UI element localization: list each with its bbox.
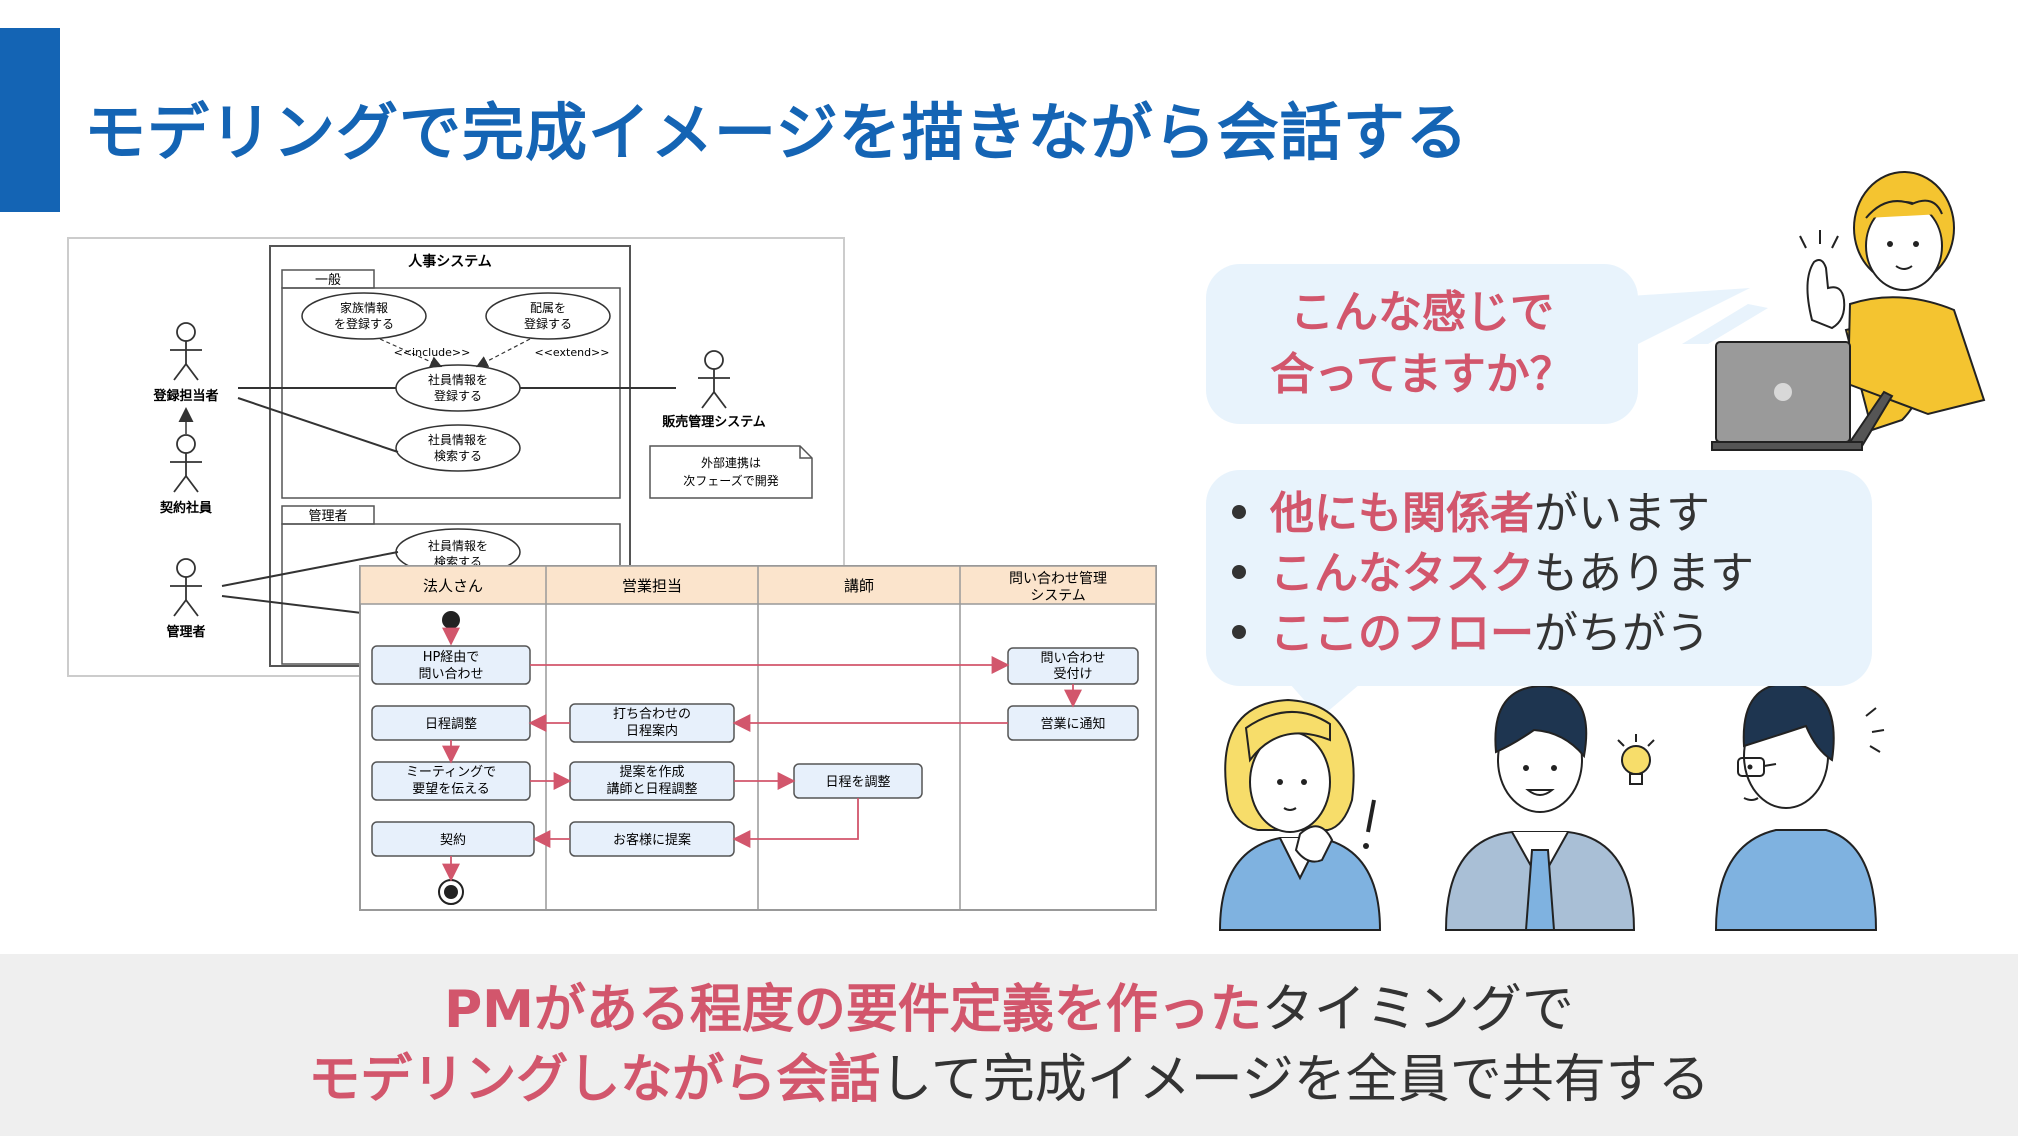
usecase-search-l1: 社員情報を: [428, 432, 488, 447]
person-man-center-illustration: [1444, 684, 1655, 931]
include-label: <<include>>: [394, 346, 471, 359]
page-title: モデリングで完成イメージを描きながら会話する: [84, 96, 1469, 169]
title-accent-bar: [0, 28, 60, 212]
package-general: [281, 287, 621, 499]
feedback-list: 他にも関係者がいます こんなタスクもあります ここのフローがちがう: [1232, 484, 1754, 664]
footer-line1-em: PMがある程度の要件定義を作った: [444, 980, 1262, 1040]
bullet-icon: [1232, 625, 1246, 639]
usecase-register-l1: 社員情報を: [428, 372, 488, 387]
act-receive-l1: 問い合わせ: [1040, 651, 1105, 666]
footer-line-1: PMがある程度の要件定義を作ったタイミングで: [0, 980, 2018, 1040]
speech-bubble-feedback: [1206, 470, 1872, 686]
act-propose: お客様に提案: [613, 832, 691, 848]
bullet-icon: [1232, 565, 1246, 579]
usecase-family: [301, 292, 427, 340]
start-node: [442, 611, 460, 629]
act-meeting-guide-l1: 打ち合わせの: [613, 707, 691, 722]
end-node-dot: [444, 885, 458, 899]
feedback-rest: もあります: [1534, 548, 1754, 599]
bubble1-line1: こんな感じで: [1290, 287, 1554, 338]
system-title: 人事システム: [408, 253, 492, 270]
usecase-assign-l1: 配属を: [530, 301, 566, 315]
footer-band: [0, 954, 2018, 1136]
act-proposal-l2: 講師と日程調整: [606, 781, 697, 797]
actor-registrar-figure: [170, 322, 202, 381]
lane-system-l2: システム: [1030, 588, 1086, 604]
feedback-item: ここのフローがちがう: [1232, 604, 1754, 664]
actor-contract-label: 契約社員: [159, 500, 212, 516]
feedback-rest: がちがう: [1534, 608, 1710, 659]
bubble2-tail: [1290, 684, 1360, 718]
footer-line-2: モデリングしながら会話して完成イメージを全員で共有する: [0, 1050, 2018, 1110]
bullet-icon: [1232, 505, 1246, 519]
feedback-em: 他にも関係者: [1270, 488, 1534, 539]
lane-customer: 法人さん: [423, 577, 483, 595]
include-arrow: [379, 338, 443, 368]
usecase-family-l1: 家族情報: [340, 300, 388, 315]
speech-bubble-question: [1206, 264, 1638, 424]
bubble1-line2: 合ってますか？: [1270, 349, 1574, 400]
actor-admin-figure: [170, 558, 202, 617]
footer-line2-rest: して完成イメージを全員で共有する: [880, 1050, 1710, 1110]
act-requirements-l1: ミーティングで: [406, 765, 496, 780]
usecase-admin-search-l1: 社員情報を: [428, 538, 488, 553]
assoc-admin-other: [221, 595, 371, 615]
feedback-rest: がいます: [1534, 488, 1710, 539]
act-notify: 営業に通知: [1040, 716, 1105, 732]
extend-label: <<extend>>: [535, 346, 610, 359]
lane-system-l1: 問い合わせ管理: [1009, 571, 1107, 587]
assoc-admin-search: [221, 551, 399, 587]
note-fold: [799, 446, 812, 459]
actor-sales-label: 販売管理システム: [662, 414, 766, 430]
act-schedule: 日程調整: [425, 717, 477, 732]
package-label-admin: 管理者: [308, 509, 347, 524]
usecase-register-l2: 登録する: [434, 388, 482, 403]
usecase-register: [395, 364, 521, 412]
usecase-family-l2: を登録する: [334, 316, 394, 331]
assoc-registrar-search: [237, 397, 399, 453]
package-label-general: 一般: [315, 272, 341, 288]
usecase-search-l2: 検索する: [434, 449, 482, 463]
usecase-assign-l2: 登録する: [524, 316, 572, 331]
person-laptop-illustration: [1682, 171, 1986, 451]
act-proposal-l1: 提案を作成: [619, 764, 684, 780]
act-contract: 契約: [440, 833, 466, 848]
usecase-assign: [485, 292, 611, 340]
act-hp-l1: HP経由で: [423, 650, 480, 665]
actor-registrar-label: 登録担当者: [152, 388, 218, 404]
act-adjust: 日程を調整: [825, 775, 890, 790]
person-woman-illustration: [1218, 698, 1382, 931]
actor-admin-label: 管理者: [166, 624, 205, 640]
flow-lines: [442, 656, 1082, 882]
act-receive-l2: 受付け: [1053, 667, 1092, 682]
actor-sales-figure: [698, 350, 730, 409]
note-l2: 次フェーズで開発: [683, 473, 778, 488]
note-l1: 外部連携は: [701, 455, 761, 470]
person-man-right-illustration: [1714, 682, 1885, 931]
bubble1-tail: [1630, 288, 1750, 348]
usecase-search: [395, 424, 521, 472]
feedback-item: こんなタスクもあります: [1232, 544, 1754, 604]
speech-bubble-question-text: こんな感じで 合ってますか？: [1206, 282, 1638, 406]
lane-sales: 営業担当: [622, 577, 682, 595]
feedback-em: ここのフロー: [1270, 608, 1534, 659]
note-box: [649, 445, 813, 499]
activity-diagram: 法人さん 営業担当 講師 問い合わせ管理 システム HP経由で 問い合わせ 問い…: [359, 565, 1157, 911]
actor-contract-figure: [170, 434, 202, 493]
feedback-em: こんなタスク: [1270, 548, 1534, 599]
footer-line1-rest: タイミングで: [1261, 980, 1574, 1040]
act-meeting-guide-l2: 日程案内: [626, 723, 678, 739]
act-requirements-l2: 要望を伝える: [412, 781, 490, 797]
footer-line2-em: モデリングしながら会話: [308, 1050, 881, 1110]
lane-instructor: 講師: [844, 577, 874, 595]
extend-arrow: [475, 338, 531, 368]
act-hp-l2: 問い合わせ: [418, 667, 483, 682]
feedback-item: 他にも関係者がいます: [1232, 484, 1754, 544]
